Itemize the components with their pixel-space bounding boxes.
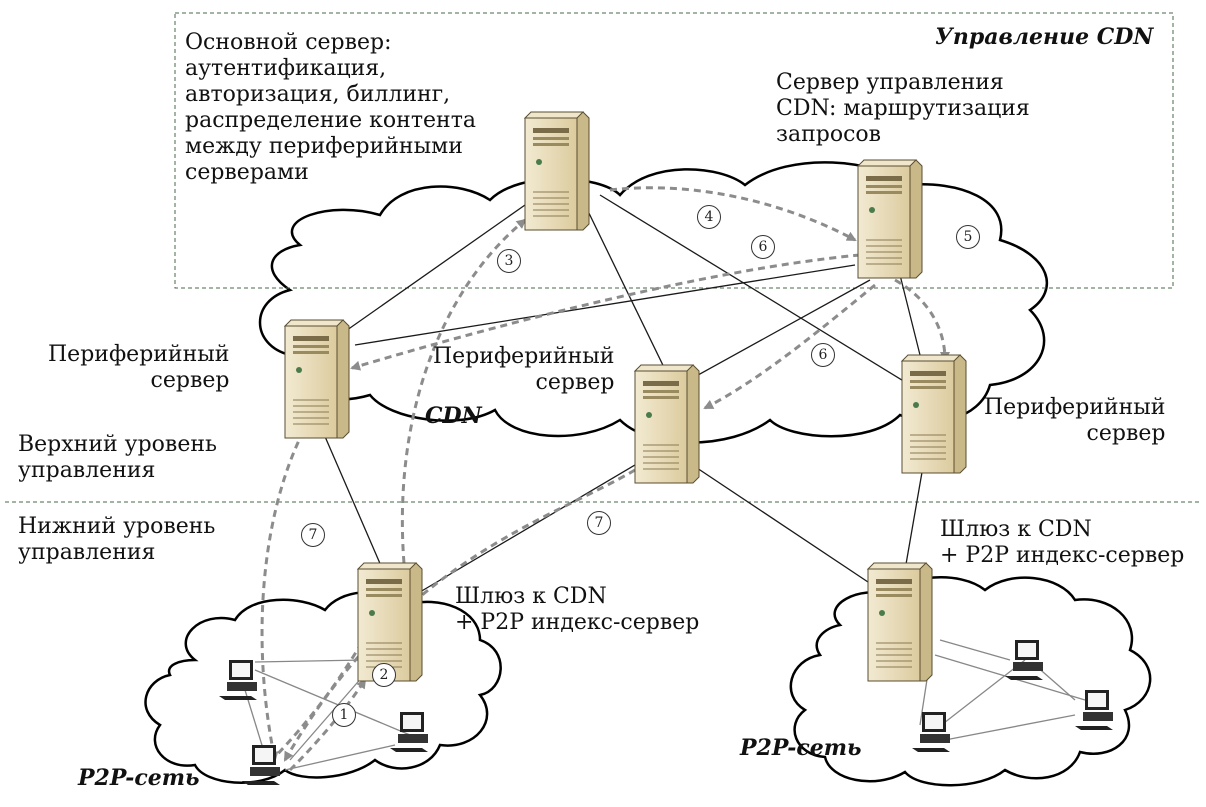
gateway-right-icon	[867, 562, 933, 682]
p2p-peer-left-2-icon	[242, 745, 280, 785]
p2p-peer-right-2-icon	[1075, 690, 1113, 730]
step-marker-2: 2	[372, 663, 396, 687]
edge-server-left-icon	[284, 319, 350, 439]
edge-server-middle-icon	[634, 364, 700, 484]
step-marker-3: 3	[497, 249, 521, 273]
upper-level-label: Верхний уровень управления	[18, 432, 217, 483]
p2p-network-left-label: P2P-сеть	[78, 765, 200, 791]
p2p-cloud-left	[144, 591, 502, 784]
step-marker-1: 1	[332, 703, 356, 727]
step-marker-7a: 7	[301, 523, 325, 547]
cdn-management-label: Управление CDN	[935, 24, 1154, 50]
request-flow-arrows	[260, 186, 950, 772]
lower-level-label: Нижний уровень управления	[18, 514, 216, 565]
step-marker-6b: 6	[811, 343, 835, 367]
edge-server-right-label: Периферийный сервер	[984, 395, 1166, 446]
cdn-label: CDN	[425, 403, 482, 429]
p2p-cloud-right	[789, 576, 1152, 787]
edge-server-left-label: Периферийный сервер	[48, 342, 230, 393]
edge-server-right-icon	[901, 354, 967, 474]
p2p-peer-right-3-icon	[912, 712, 950, 752]
gateway-left-label: Шлюз к CDN + P2P индекс-сервер	[455, 584, 700, 635]
step-marker-7b: 7	[587, 511, 611, 535]
p2p-peer-left-3-icon	[390, 712, 428, 752]
cdn-control-server-icon	[857, 159, 923, 279]
main-server-icon	[524, 111, 590, 231]
step-marker-6a: 6	[751, 235, 775, 259]
gateway-right-label: Шлюз к CDN + P2P индекс-сервер	[940, 517, 1185, 568]
gateway-left-icon	[357, 562, 423, 682]
edge-server-middle-label: Периферийный сервер	[433, 344, 615, 395]
p2p-peer-right-1-icon	[1005, 640, 1043, 680]
cdn-control-server-label: Сервер управления CDN: маршрутизация зап…	[776, 70, 1030, 147]
cdn-management-zone	[174, 12, 1174, 289]
main-server-label: Основной сервер: аутентификация, авториз…	[185, 30, 476, 185]
step-marker-4: 4	[697, 205, 721, 229]
p2p-network-right-label: P2P-сеть	[740, 735, 862, 761]
step-marker-5: 5	[956, 225, 980, 249]
p2p-peer-left-1-icon	[219, 660, 257, 700]
